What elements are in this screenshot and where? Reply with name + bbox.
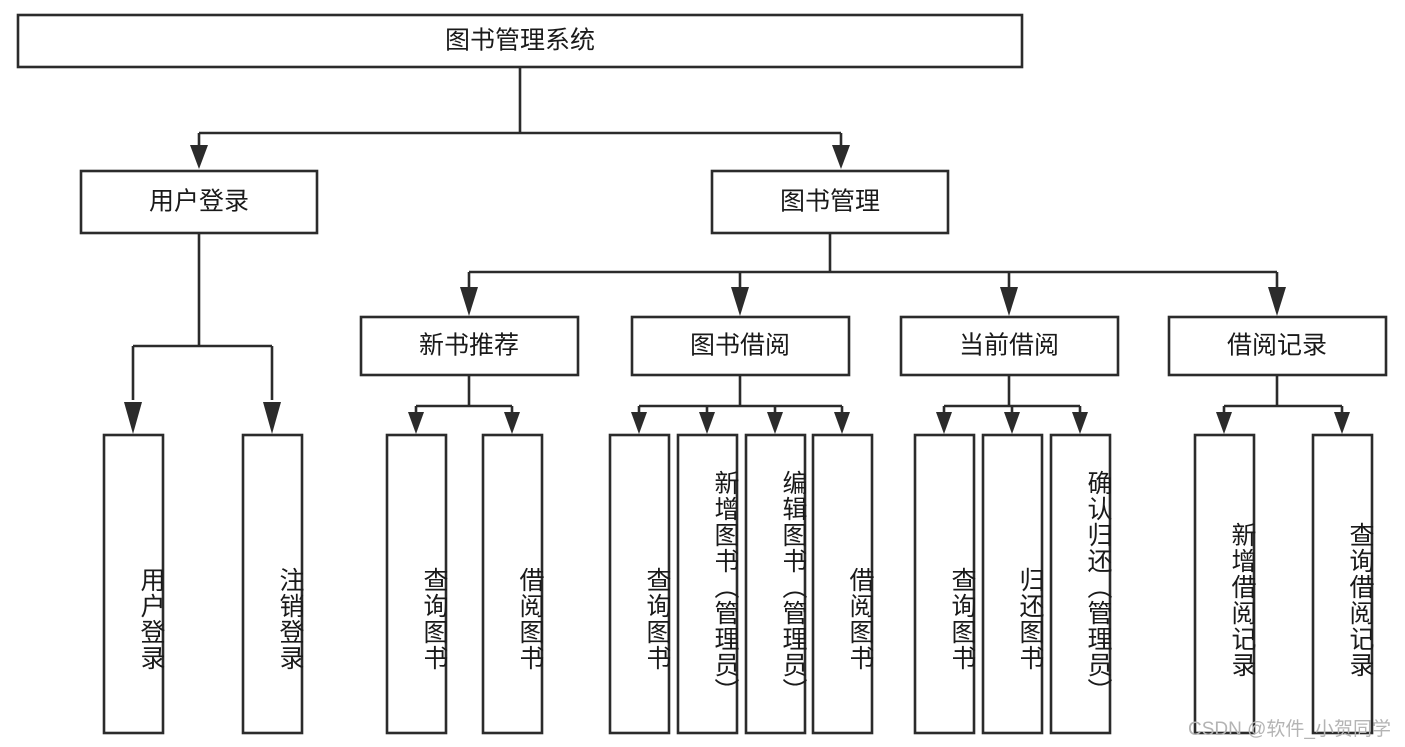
leaf-box-confirm-return[interactable] [1049, 433, 1112, 735]
leaf-box-logout-login[interactable] [241, 433, 304, 735]
connector-bookborrow-to-leaves [631, 375, 850, 434]
leaf-boxes [102, 433, 1374, 735]
leaf-box-query-book-3[interactable] [913, 433, 976, 735]
leaf-box-return-book[interactable] [981, 433, 1044, 735]
leaf-box-user-login[interactable] [102, 433, 165, 735]
connector-root-to-level2 [190, 68, 850, 169]
connector-bookmgmt-to-level3 [460, 233, 1286, 316]
connector-userlogin-to-leaves [124, 233, 281, 434]
leaf-box-borrow-book-2[interactable] [811, 433, 874, 735]
leaf-box-borrow-book-1[interactable] [481, 433, 544, 735]
node-borrow-record-label: 借阅记录 [1227, 332, 1327, 360]
connector-currentborrow-to-leaves [936, 375, 1088, 434]
node-book-management[interactable]: 图书管理 [710, 169, 950, 235]
node-user-login-label: 用户登录 [149, 188, 249, 216]
leaf-box-query-book-2[interactable] [608, 433, 671, 735]
leaf-box-add-book[interactable] [676, 433, 739, 735]
node-new-book-recommend-label: 新书推荐 [419, 332, 519, 360]
node-current-borrow[interactable]: 当前借阅 [899, 315, 1120, 377]
leaf-box-add-record[interactable] [1193, 433, 1256, 735]
leaf-box-edit-book[interactable] [744, 433, 807, 735]
node-root[interactable]: 图书管理系统 [16, 13, 1024, 69]
node-new-book-recommend[interactable]: 新书推荐 [359, 315, 580, 377]
node-book-borrow[interactable]: 图书借阅 [630, 315, 851, 377]
node-current-borrow-label: 当前借阅 [959, 332, 1059, 360]
node-root-label: 图书管理系统 [445, 27, 595, 55]
node-borrow-record[interactable]: 借阅记录 [1167, 315, 1388, 377]
leaf-box-query-book-1[interactable] [385, 433, 448, 735]
connector-newbook-to-leaves [408, 375, 520, 434]
node-user-login[interactable]: 用户登录 [79, 169, 319, 235]
connector-borrowrecord-to-leaves [1216, 375, 1350, 434]
node-book-borrow-label: 图书借阅 [690, 332, 790, 360]
leaf-box-query-record[interactable] [1311, 433, 1374, 735]
node-book-management-label: 图书管理 [780, 188, 880, 216]
